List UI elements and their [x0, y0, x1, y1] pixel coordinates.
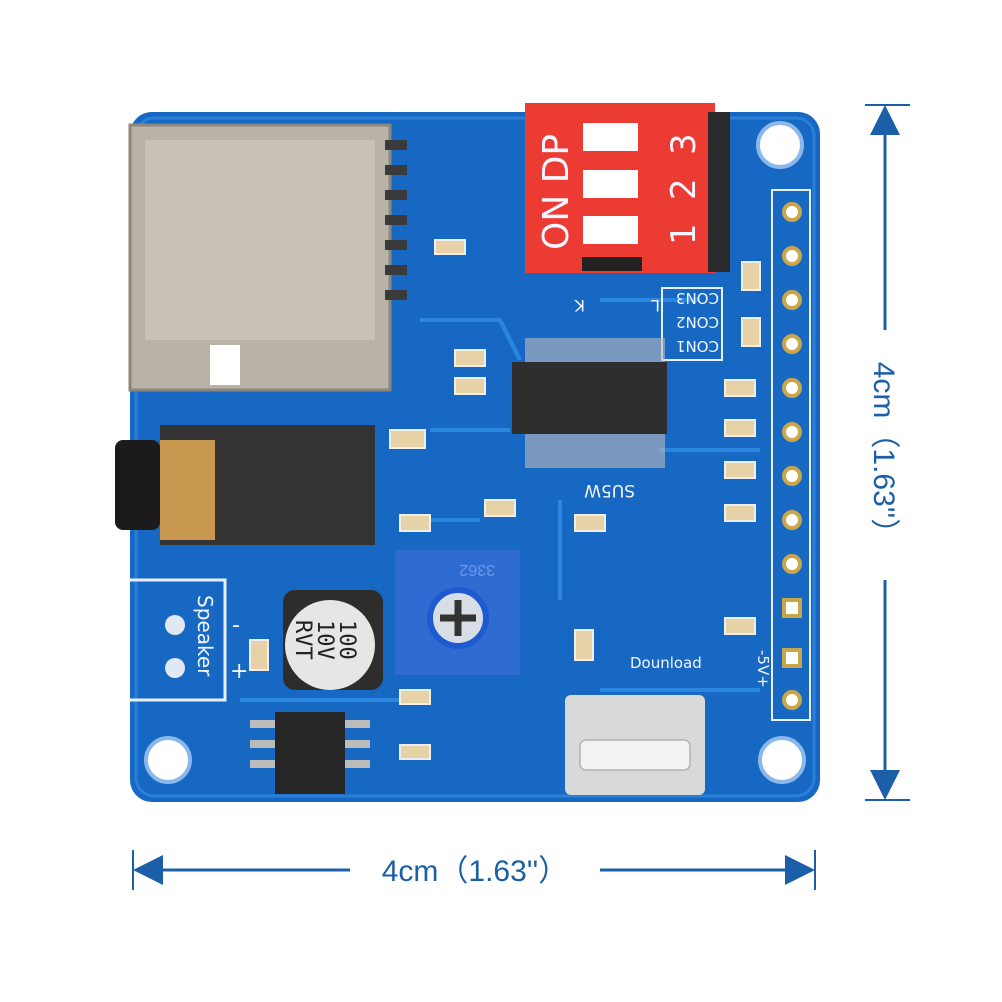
- silk-plus: +: [230, 659, 248, 684]
- silk-download: Dounload: [630, 654, 702, 672]
- pot-label: 3362: [459, 561, 495, 578]
- mounting-holes: [144, 121, 806, 784]
- potentiometer[interactable]: 3362: [395, 550, 520, 675]
- silk-minus: -: [232, 613, 240, 638]
- width-label: 4cm（1.63''）: [382, 855, 569, 888]
- electrolytic-capacitor: 100 10V RVT: [283, 590, 383, 690]
- pin-header[interactable]: -5V+: [754, 189, 811, 721]
- capacitor-brand: RVT: [290, 620, 315, 660]
- dip-position-2: 2: [664, 178, 704, 200]
- silk-k: K: [574, 296, 585, 315]
- height-dimension: 4cm（1.63''）: [865, 104, 910, 801]
- dip-toggle-2[interactable]: [583, 170, 638, 198]
- main-chip: SU5W: [512, 338, 667, 500]
- dip-toggle-3[interactable]: [583, 123, 638, 151]
- dip-toggle-1[interactable]: [583, 216, 638, 244]
- silk-con3: CON3: [676, 289, 719, 307]
- silk-con1: CON1: [676, 337, 719, 355]
- capacitor-value: 100: [334, 620, 359, 660]
- speaker-terminal: Speaker - +: [130, 578, 248, 702]
- silk-l: L: [651, 296, 660, 315]
- silk-power: -5V+: [754, 650, 772, 688]
- dip-switch[interactable]: ON DP 1 2 3: [525, 103, 715, 273]
- smd-components: [249, 239, 761, 760]
- amplifier-chip: [250, 712, 370, 794]
- width-dimension: 4cm（1.63''）: [132, 850, 816, 890]
- dip-position-1: 1: [664, 223, 704, 245]
- silk-speaker: Speaker: [193, 595, 217, 677]
- capacitor-voltage: 10V: [312, 620, 337, 660]
- dip-position-3: 3: [664, 133, 704, 155]
- audio-jack: [115, 425, 375, 545]
- height-label: 4cm（1.63''）: [867, 362, 900, 549]
- silk-chip: SU5W: [584, 480, 635, 500]
- silk-con2: CON2: [676, 313, 719, 331]
- dip-label: ON DP: [536, 134, 577, 250]
- resistor-network: [708, 112, 730, 272]
- micro-usb-port[interactable]: Dounload: [565, 654, 705, 795]
- sd-card-slot: [128, 123, 407, 392]
- con-labels: K L CON3 CON2 CON1: [574, 287, 723, 361]
